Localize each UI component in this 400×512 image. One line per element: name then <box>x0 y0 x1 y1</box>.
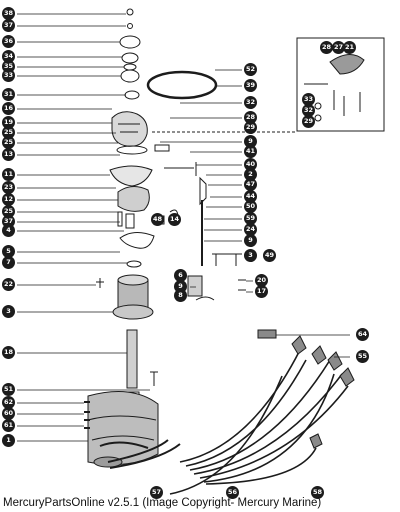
callout-34: 34 <box>2 50 15 63</box>
callout-39: 39 <box>244 79 257 92</box>
callout-49: 49 <box>263 249 276 262</box>
callout-52: 52 <box>244 63 257 76</box>
callout-62: 62 <box>2 396 15 409</box>
callout-9a: 9 <box>244 135 257 148</box>
callout-58: 58 <box>311 486 324 499</box>
callout-5: 5 <box>2 245 15 258</box>
inset-callout-29: 29 <box>302 115 315 128</box>
part-cap-stack <box>119 8 141 100</box>
part-gasket-ring <box>146 70 218 100</box>
callout-8: 8 <box>174 289 187 302</box>
callout-29: 29 <box>244 121 257 134</box>
callout-37: 37 <box>2 19 15 32</box>
part-small-fasteners <box>84 211 158 429</box>
callout-33: 33 <box>2 69 15 82</box>
callout-32: 32 <box>244 96 257 109</box>
callout-51: 51 <box>2 383 15 396</box>
callout-14: 14 <box>168 213 181 226</box>
part-rotor-assembly <box>109 111 155 268</box>
copyright-footer: MercuryPartsOnline v2.5.1 (Image Copyrig… <box>3 497 322 509</box>
callout-9b: 9 <box>244 234 257 247</box>
callout-25c: 25 <box>2 205 15 218</box>
callout-11: 11 <box>2 168 15 181</box>
callout-25b: 25 <box>2 136 15 149</box>
callout-64: 64 <box>356 328 369 341</box>
diagram-linework <box>84 8 385 495</box>
callout-50: 50 <box>244 200 257 213</box>
callout-17: 17 <box>255 285 268 298</box>
inset-callout-28: 28 <box>320 41 333 54</box>
callout-12: 12 <box>2 193 15 206</box>
callout-2a: 2 <box>244 168 257 181</box>
callout-3a: 3 <box>244 249 257 262</box>
callout-61: 61 <box>2 419 15 432</box>
callout-41: 41 <box>244 145 257 158</box>
inset-callout-21: 21 <box>343 41 356 54</box>
callout-36: 36 <box>2 35 15 48</box>
part-housing-shaft <box>112 274 154 399</box>
callout-23: 23 <box>2 181 15 194</box>
callout-19: 19 <box>2 116 15 129</box>
callout-13: 13 <box>2 148 15 161</box>
callout-16: 16 <box>2 102 15 115</box>
callout-1: 1 <box>2 434 15 447</box>
part-base-block <box>87 391 181 469</box>
part-spark-wires <box>169 349 349 495</box>
callout-leaders <box>17 13 350 442</box>
callout-20: 20 <box>255 274 268 287</box>
callout-44: 44 <box>244 190 257 203</box>
part-plug-boots <box>257 329 355 449</box>
callout-4: 4 <box>2 224 15 237</box>
callout-28: 28 <box>244 111 257 124</box>
callout-59: 59 <box>244 212 257 225</box>
inset-callout-27: 27 <box>332 41 345 54</box>
callout-22: 22 <box>2 278 15 291</box>
callout-40: 40 <box>244 158 257 171</box>
callout-3b: 3 <box>2 305 15 318</box>
inset-callout-32: 32 <box>302 104 315 117</box>
callout-56: 56 <box>226 486 239 499</box>
callout-24: 24 <box>244 223 257 236</box>
callout-25a: 25 <box>2 126 15 139</box>
callout-38: 38 <box>2 7 15 20</box>
part-linkage <box>154 144 246 301</box>
inset-detail-box <box>296 37 385 132</box>
callout-60: 60 <box>2 407 15 420</box>
callout-55: 55 <box>356 350 369 363</box>
callout-18: 18 <box>2 346 15 359</box>
callout-6: 6 <box>174 269 187 282</box>
callout-31: 31 <box>2 88 15 101</box>
callout-47: 47 <box>244 178 257 191</box>
callout-48: 48 <box>151 213 164 226</box>
callout-7: 7 <box>2 256 15 269</box>
inset-callout-33: 33 <box>302 93 315 106</box>
callout-57: 57 <box>150 486 163 499</box>
